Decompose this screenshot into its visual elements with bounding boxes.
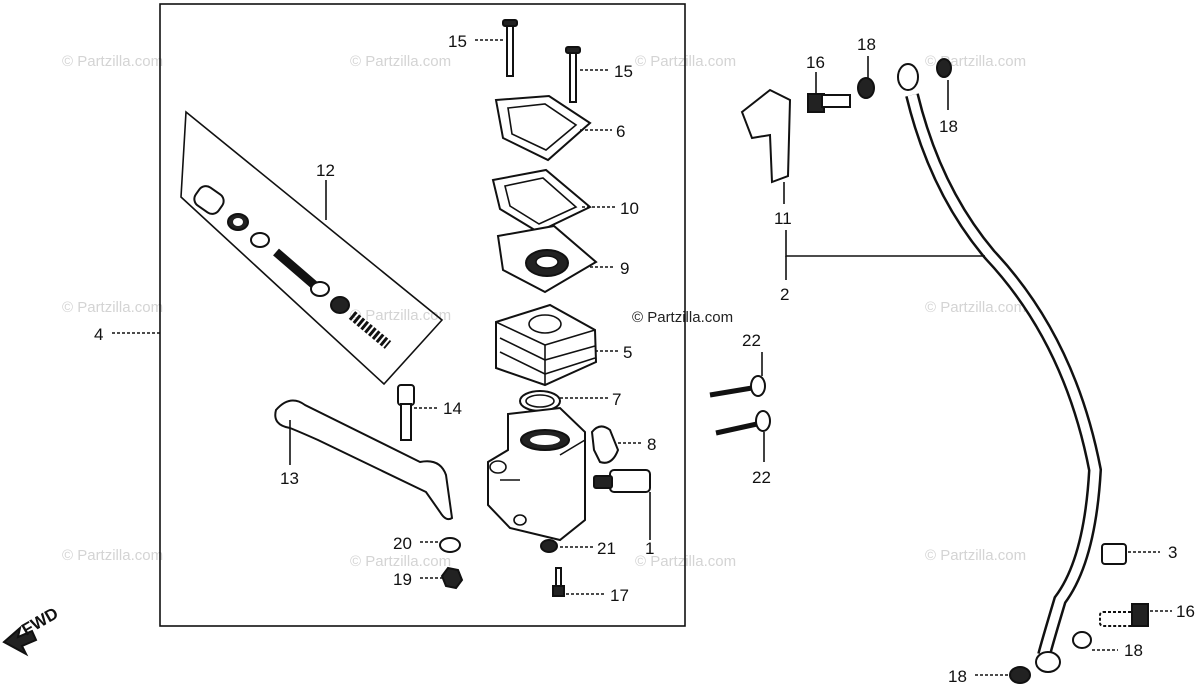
- callout-1: 1: [645, 539, 654, 558]
- callout-5: 5: [623, 343, 632, 362]
- holder-part: [590, 425, 620, 464]
- reservoir-part: [495, 303, 598, 387]
- callout-21: 21: [597, 539, 616, 558]
- callout-11: 11: [774, 209, 792, 228]
- callout-22: 22: [742, 331, 761, 350]
- holder-bolt-part: [709, 375, 766, 398]
- watermark: © Partzilla.com: [350, 53, 451, 70]
- callout-22: 22: [752, 468, 771, 487]
- leader-lines: [112, 39, 1172, 676]
- hose-boot-part: [740, 88, 792, 184]
- callout-2: 2: [780, 285, 789, 304]
- watermark: © Partzilla.com: [62, 53, 163, 70]
- piston-kit-frame: [180, 110, 444, 386]
- sealing-washer-part: [857, 77, 875, 99]
- callout-6: 6: [616, 122, 625, 141]
- callout-16: 16: [806, 53, 825, 72]
- screw-part: [502, 19, 518, 77]
- watermark: © Partzilla.com: [925, 299, 1026, 316]
- callout-15: 15: [614, 62, 633, 81]
- callout-9: 9: [620, 259, 629, 278]
- center-watermark: © Partzilla.com: [632, 309, 733, 326]
- sealing-washer-part: [936, 58, 952, 78]
- bleeder-screw-part: [552, 567, 565, 597]
- callout-15: 15: [448, 32, 467, 51]
- pivot-washer-part: [439, 537, 461, 553]
- callout-8: 8: [647, 435, 656, 454]
- master-cylinder-body-part: [487, 406, 586, 542]
- screw-part: [565, 46, 581, 103]
- callout-20: 20: [393, 534, 412, 553]
- washer-part: [540, 539, 558, 553]
- callout-17: 17: [610, 586, 629, 605]
- master-cylinder-frame: [159, 3, 686, 627]
- callout-4: 4: [94, 325, 103, 344]
- callout-16: 16: [1176, 602, 1195, 621]
- watermark: © Partzilla.com: [62, 547, 163, 564]
- oil-bolt-part: [1099, 603, 1149, 627]
- holder-bolt-part: [715, 410, 771, 436]
- callout-18: 18: [1124, 641, 1143, 660]
- callout-10: 10: [620, 199, 639, 218]
- brake-lever-part: [274, 399, 454, 521]
- reservoir-cap-part: [494, 94, 592, 162]
- brake-switch-part: [593, 469, 651, 493]
- fwd-label: FWD: [19, 604, 62, 640]
- oil-bolt-part: [807, 93, 851, 113]
- callout-19: 19: [393, 570, 412, 589]
- diaphragm-plate-part: [491, 168, 592, 234]
- callout-18: 18: [857, 35, 876, 54]
- callout-14: 14: [443, 399, 462, 418]
- callout-7: 7: [612, 390, 621, 409]
- watermark: © Partzilla.com: [925, 547, 1026, 564]
- watermark-layer: © Partzilla.com © Partzilla.com © Partzi…: [62, 53, 1026, 570]
- piston-set-part: [193, 185, 392, 349]
- callout-13: 13: [280, 469, 299, 488]
- parts-layer: [2, 19, 1149, 684]
- pivot-bolt-part: [397, 384, 415, 441]
- sealing-washer-part: [1009, 666, 1031, 684]
- watermark: © Partzilla.com: [350, 307, 451, 324]
- callout-18: 18: [939, 117, 958, 136]
- brake-hose-part: [897, 63, 1103, 673]
- hose-fitting-part: [1101, 543, 1127, 565]
- fwd-arrow-icon: [2, 625, 38, 657]
- callout-12: 12: [316, 161, 335, 180]
- sealing-washer-part: [1072, 631, 1092, 649]
- watermark: © Partzilla.com: [62, 299, 163, 316]
- watermark: © Partzilla.com: [350, 553, 451, 570]
- pivot-nut-part: [440, 566, 464, 590]
- callout-18: 18: [948, 667, 967, 686]
- callout-3: 3: [1168, 543, 1177, 562]
